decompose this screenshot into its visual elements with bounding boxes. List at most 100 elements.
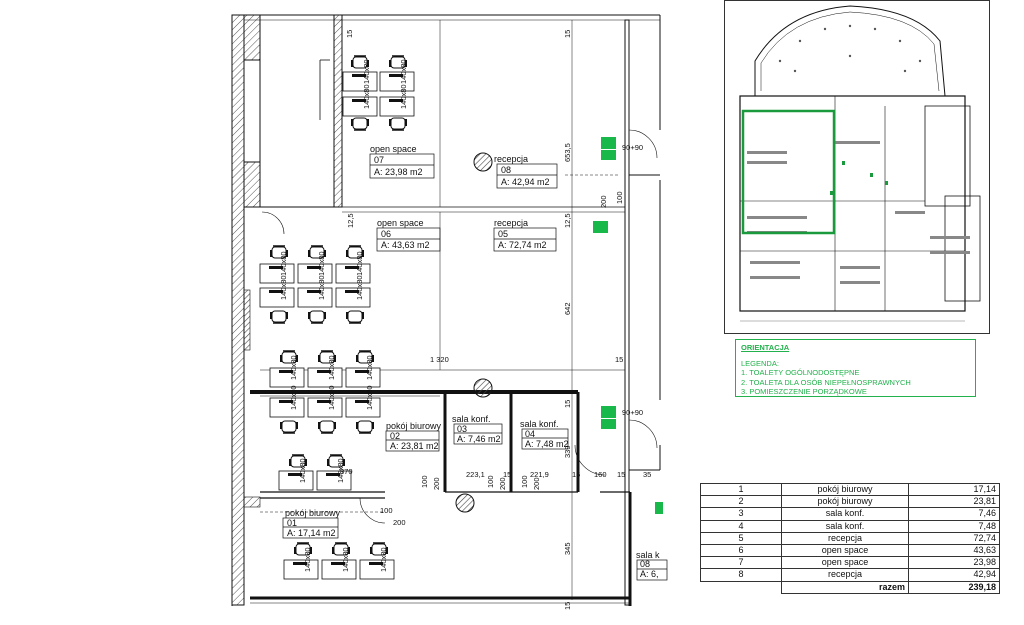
total-label: razem xyxy=(781,580,909,594)
svg-text:15: 15 xyxy=(563,30,572,38)
svg-text:pokój biurowy: pokój biurowy xyxy=(386,421,442,431)
furniture-office-01 xyxy=(283,542,395,580)
svg-text:15: 15 xyxy=(563,602,572,610)
room-area: 7,48 xyxy=(908,519,1000,533)
svg-text:100: 100 xyxy=(486,475,495,488)
room-area: 42,94 xyxy=(908,568,1000,582)
svg-text:223,1: 223,1 xyxy=(466,470,485,479)
table-row: 7 open space 23,98 xyxy=(700,556,1000,570)
legend-title: ORIENTACJA xyxy=(741,343,790,352)
room-label-07: open space 07 A: 23,98 m2 xyxy=(369,144,435,179)
svg-text:A: 7,48 m2: A: 7,48 m2 xyxy=(525,439,569,449)
table-row: 4 sala konf. 7,48 xyxy=(700,519,1000,533)
svg-text:90+90: 90+90 xyxy=(622,408,643,417)
svg-text:04: 04 xyxy=(525,429,535,439)
svg-text:200: 200 xyxy=(432,477,441,490)
svg-text:sala k: sala k xyxy=(636,550,660,560)
key-plan-drawing xyxy=(739,5,981,322)
svg-text:A: 23,98 m2: A: 23,98 m2 xyxy=(374,167,423,177)
svg-text:200: 200 xyxy=(532,477,541,490)
room-area: 72,74 xyxy=(908,531,1000,545)
room-name: recepcja xyxy=(781,568,909,582)
room-area: 43,63 xyxy=(908,543,1000,558)
room-number: 1 xyxy=(700,482,782,497)
table-row: 5 recepcja 72,74 xyxy=(700,531,1000,545)
table-blank-cell xyxy=(701,581,782,593)
room-area-table: 1 pokój biurowy 17,14 2 pokój biurowy 23… xyxy=(700,482,1000,594)
svg-text:200: 200 xyxy=(599,195,608,208)
svg-text:15: 15 xyxy=(345,30,354,38)
svg-text:870: 870 xyxy=(340,467,353,476)
room-name: sala konf. xyxy=(781,507,909,521)
svg-text:06: 06 xyxy=(381,229,391,239)
svg-text:A: 7,46 m2: A: 7,46 m2 xyxy=(457,434,501,444)
svg-text:open space: open space xyxy=(370,144,417,154)
table-row: 6 open space 43,63 xyxy=(700,543,1000,558)
svg-text:12,5: 12,5 xyxy=(346,213,355,228)
room-name: recepcja xyxy=(781,531,909,545)
svg-text:345: 345 xyxy=(563,542,572,555)
svg-text:A: 43,63 m2: A: 43,63 m2 xyxy=(381,240,430,250)
svg-text:01: 01 xyxy=(287,518,297,528)
room-name: open space xyxy=(781,543,909,558)
svg-text:160: 160 xyxy=(594,470,607,479)
furniture-open-space-06 xyxy=(259,245,371,324)
svg-text:A: 42,94 m2: A: 42,94 m2 xyxy=(501,177,550,187)
svg-text:15: 15 xyxy=(563,400,572,408)
svg-text:02: 02 xyxy=(390,431,400,441)
room-area: 17,14 xyxy=(908,482,1000,497)
svg-text:90+90: 90+90 xyxy=(622,143,643,152)
svg-text:100: 100 xyxy=(520,475,529,488)
orientation-key-plan xyxy=(724,0,990,334)
svg-text:642: 642 xyxy=(563,302,572,315)
room-name: open space xyxy=(781,556,909,570)
column-markers xyxy=(455,152,493,513)
furniture-open-space-07 xyxy=(342,55,415,131)
room-area: 23,98 xyxy=(908,556,1000,570)
svg-text:15: 15 xyxy=(572,470,580,479)
room-name: sala konf. xyxy=(781,519,909,533)
legend-subtitle: LEGENDA: xyxy=(741,358,779,368)
svg-text:100: 100 xyxy=(380,506,393,515)
room-number: 5 xyxy=(700,531,782,545)
room-area: 23,81 xyxy=(908,495,1000,509)
svg-text:15: 15 xyxy=(503,470,511,479)
svg-text:open space: open space xyxy=(377,218,424,228)
svg-text:221,9: 221,9 xyxy=(530,470,549,479)
svg-text:A: 72,74 m2: A: 72,74 m2 xyxy=(498,240,547,250)
room-number: 2 xyxy=(700,495,782,509)
room-label-06: open space 06 A: 43,63 m2 xyxy=(376,218,441,252)
svg-text:A: 23,81 m2: A: 23,81 m2 xyxy=(390,441,439,451)
svg-text:03: 03 xyxy=(457,424,467,434)
legend-item: 2. TOALETA DLA OSÓB NIEPEŁNOSPRAWNYCH xyxy=(741,377,911,387)
table-row: 3 sala konf. 7,46 xyxy=(700,507,1000,521)
svg-text:07: 07 xyxy=(374,155,384,165)
svg-text:08: 08 xyxy=(501,165,511,175)
table-row: 2 pokój biurowy 23,81 xyxy=(700,495,1000,509)
svg-text:12,5: 12,5 xyxy=(563,213,572,228)
table-row: 1 pokój biurowy 17,14 xyxy=(700,482,1000,497)
room-label-05: recepcja 05 A: 72,74 m2 xyxy=(493,218,557,252)
svg-text:sala konf.: sala konf. xyxy=(520,419,559,429)
room-number: 3 xyxy=(700,507,782,521)
svg-text:339: 339 xyxy=(563,445,572,458)
room-name: pokój biurowy xyxy=(781,482,909,497)
total-value: 239,18 xyxy=(908,580,1000,594)
svg-text:100: 100 xyxy=(420,475,429,488)
svg-text:15: 15 xyxy=(615,355,623,364)
table-total-row: razem 239,18 xyxy=(701,580,1000,594)
room-label-08-partial: sala k 08 A: 6, xyxy=(636,550,668,581)
walls xyxy=(231,14,661,606)
table-row: 8 recepcja 42,94 xyxy=(700,568,1000,582)
legend-item: 3. POMIESZCZENIE PORZĄDKOWE xyxy=(741,387,867,396)
svg-text:100: 100 xyxy=(615,191,624,204)
room-number: 7 xyxy=(700,556,782,570)
exit-signs xyxy=(593,137,663,514)
legend-item: 1. TOALETY OGÓLNODOSTĘPNE xyxy=(741,368,860,377)
furniture-office-02 xyxy=(269,350,381,491)
room-name: pokój biurowy xyxy=(781,495,909,509)
svg-text:200: 200 xyxy=(498,477,507,490)
svg-text:08: 08 xyxy=(640,559,650,569)
room-number: 8 xyxy=(700,568,782,582)
room-area: 7,46 xyxy=(908,507,1000,521)
